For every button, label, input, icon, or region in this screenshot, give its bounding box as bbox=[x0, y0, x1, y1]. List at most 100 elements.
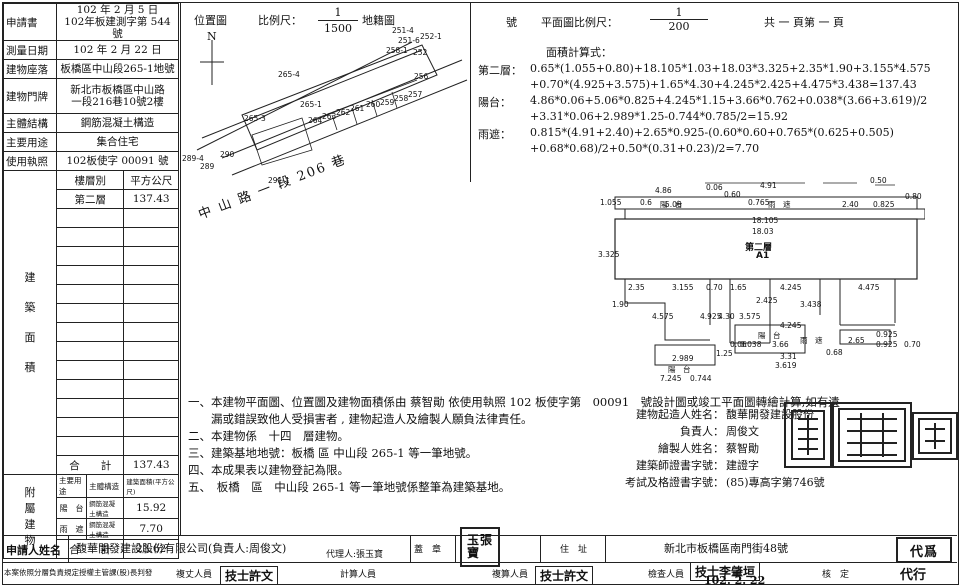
rain-top-label: 雨 遮 bbox=[768, 200, 791, 209]
plan-walls bbox=[625, 302, 895, 344]
floor-header: 樓層別 bbox=[55, 170, 125, 190]
parcel-label: 256 bbox=[414, 72, 429, 81]
info-row: 主體結構鋼筋混凝土構造 bbox=[3, 113, 179, 133]
signer-label: 負責人： bbox=[680, 425, 724, 438]
check-sign: 技士李肇垣 bbox=[690, 562, 761, 581]
dim-label: 2.425 bbox=[756, 296, 778, 305]
info-label: 申請書 bbox=[3, 3, 57, 41]
dim-label: 3.66 bbox=[772, 340, 789, 349]
dim-label: 18.03 bbox=[752, 227, 774, 236]
info-value: 新北市板橋區中山路 一段216巷10號2樓 bbox=[56, 78, 179, 114]
floor-header-row: 建 築 面 積樓層別平方公尺 bbox=[3, 170, 179, 475]
verify-stamp: 代行 bbox=[900, 568, 927, 583]
rain-cover-bottom bbox=[839, 329, 891, 345]
plan-scale-den: 200 bbox=[668, 20, 690, 33]
dim-label: 0.744 bbox=[690, 374, 712, 383]
map-label: 地籍圖 bbox=[362, 14, 395, 27]
agent-stamp: 代爲 bbox=[896, 537, 952, 563]
cell-divider bbox=[68, 535, 69, 562]
parcel-label: 251-6 bbox=[398, 36, 420, 45]
calc-line-label: 雨遮： bbox=[478, 128, 511, 141]
parcel-label: 290 bbox=[220, 150, 235, 159]
dim-label: 3.325 bbox=[598, 250, 620, 259]
signer-label: 建築師證書字號： bbox=[636, 459, 724, 472]
review-label: 複丈人員 bbox=[176, 570, 213, 580]
plan-scale-line bbox=[650, 19, 708, 20]
location-scale-num: 1 bbox=[334, 6, 342, 19]
attached-area: 7.70 bbox=[123, 518, 179, 540]
info-label: 建物門牌 bbox=[3, 78, 57, 114]
site-parcel-outline bbox=[241, 44, 438, 151]
dim-label: 3.155 bbox=[672, 283, 694, 292]
agent-seal: 玉張 寶 bbox=[460, 527, 500, 567]
attached-total-value: 23.62 bbox=[123, 539, 179, 559]
dim-label: 0.06 bbox=[706, 183, 723, 192]
dim-lines bbox=[705, 182, 895, 186]
cell-divider bbox=[605, 535, 606, 562]
architect-stamp bbox=[784, 402, 832, 468]
parcel-boundary-line bbox=[196, 41, 413, 151]
agent-name: 代理人:張玉寶 bbox=[326, 550, 384, 560]
signer-value: (85)專高字第746號 bbox=[726, 476, 825, 489]
attached-use-header: 主要用途 bbox=[55, 474, 88, 498]
dim-label: 1.65 bbox=[730, 283, 747, 292]
attached-area-header: 建築面積(平方公尺) bbox=[123, 474, 179, 498]
dim-label: 2.35 bbox=[628, 283, 645, 292]
dim-label: 0.825 bbox=[873, 200, 895, 209]
info-value: 集合住宅 bbox=[56, 132, 179, 152]
unit-label: A1 bbox=[756, 251, 770, 261]
info-value: 102 年 2 月 22 日 bbox=[56, 40, 179, 60]
dim-label: 0.06 bbox=[730, 340, 747, 349]
address-value: 新北市板橋區南門街48號 bbox=[664, 542, 788, 555]
area-calc-title: 面積計算式： bbox=[546, 46, 612, 59]
dim-label: 0.925 bbox=[876, 330, 898, 339]
applicant-label: 申請人姓名 bbox=[6, 544, 61, 557]
attached-structure: 鋼筋混凝土構造 bbox=[86, 518, 125, 540]
plan-scale-label: 平面圖比例尺： bbox=[541, 16, 618, 29]
location-scale-den: 1500 bbox=[324, 22, 352, 35]
applicant-value: 馥華開發建設股份有限公司(負責人:周俊文) bbox=[76, 542, 287, 555]
parcel-boundary-line bbox=[201, 49, 423, 139]
dim-label: 0.038 bbox=[740, 340, 762, 349]
attached-header-row: 附 屬 建 物主要用途主體構造建築面積(平方公尺) bbox=[3, 474, 179, 559]
representative-seal bbox=[912, 412, 958, 460]
note-line: 一、本建物平面圖、位置圖及建物面積係由 蔡智勛 依使用執照 102 板使字第 0… bbox=[188, 395, 840, 409]
dim-label: 0.50 bbox=[870, 176, 887, 185]
dim-label: 18.105 bbox=[752, 216, 779, 225]
dim-label: 0.765 bbox=[748, 198, 770, 207]
empty-row bbox=[4, 303, 179, 323]
empty-row bbox=[4, 246, 179, 266]
parcel-label: 258-1 bbox=[386, 46, 408, 55]
parcel-label: 265-4 bbox=[278, 70, 300, 79]
dim-label: 0.925 bbox=[876, 340, 898, 349]
dim-label: 2.65 bbox=[848, 336, 865, 345]
attached-total-label: 合 計 bbox=[55, 539, 125, 559]
dim-label: 3.438 bbox=[800, 300, 822, 309]
parcel-label: 291-1 bbox=[268, 176, 290, 185]
balcony-bottom-mid bbox=[734, 324, 806, 354]
parcel-label: 257 bbox=[408, 90, 423, 99]
footer-divider bbox=[2, 562, 957, 563]
dim-label: 4.245 bbox=[780, 283, 802, 292]
dim-label: 2.989 bbox=[672, 354, 694, 363]
signer-value: 周俊文 bbox=[726, 425, 759, 438]
dim-label: 4.91 bbox=[760, 181, 777, 190]
info-row: 建物門牌新北市板橋區中山路 一段216巷10號2樓 bbox=[3, 78, 179, 114]
balcony-top-label: 陽 台 bbox=[660, 200, 683, 209]
dim-label: 4.30 bbox=[718, 312, 735, 321]
page-count: 共 一 頁第 一 頁 bbox=[764, 16, 844, 29]
road-edge bbox=[221, 59, 463, 159]
dim-label: 2.40 bbox=[842, 200, 859, 209]
building-side-label: 建 築 面 積 bbox=[3, 170, 57, 475]
info-value: 鋼筋混凝土構造 bbox=[56, 113, 179, 133]
parcel-label: 262 bbox=[336, 108, 351, 117]
seal-label: 蓋 章 bbox=[414, 545, 442, 555]
signer-label: 繪製人姓名： bbox=[658, 442, 724, 455]
